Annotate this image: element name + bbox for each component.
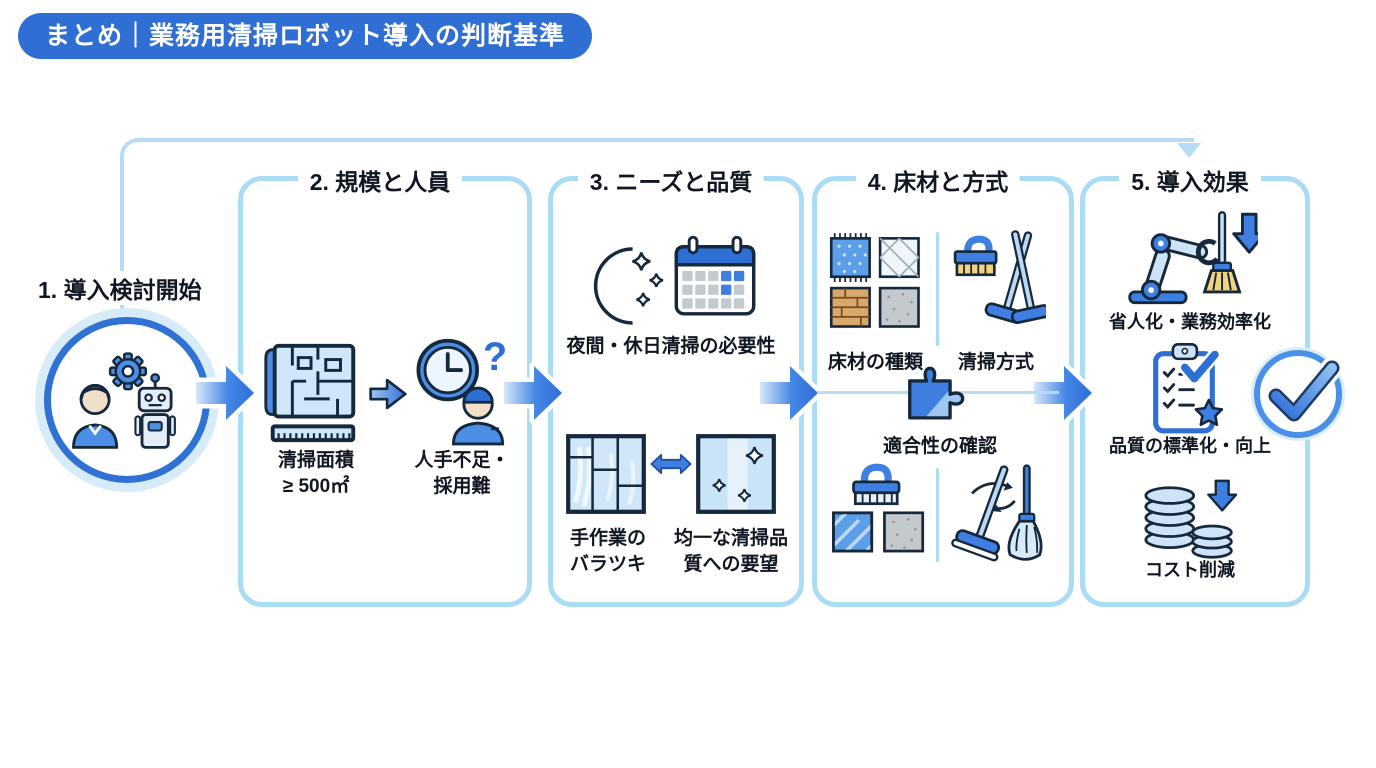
step3-title: 3. ニーズと品質 — [548, 163, 794, 197]
mop-broom-rotation-icon — [946, 458, 1050, 566]
step4-item1-label: 床材の種類 — [827, 352, 923, 373]
feedback-loop-arrowhead-icon — [1177, 143, 1201, 158]
puzzle-piece-icon — [898, 350, 982, 432]
title-banner: まとめ｜業務用清掃ロボット導入の判断基準 — [18, 13, 593, 59]
consultation-person-gear-robot-icon — [66, 348, 188, 452]
step4-top-divider — [936, 232, 939, 346]
step5-item2-label: 品質の標準化・向上 — [1109, 436, 1271, 456]
calendar-icon — [672, 230, 758, 322]
step3-item2-label: 手作業の バラツキ — [569, 528, 646, 575]
step5-item1-label: 省人化・業務効率化 — [1109, 312, 1271, 332]
flow-arrow-1-icon — [194, 360, 256, 426]
cleaning-tools-icon — [948, 218, 1046, 344]
clipboard-checklist-star-icon — [1142, 340, 1238, 436]
moon-sparkles-icon — [578, 238, 666, 334]
flow-arrow-3-icon — [758, 360, 820, 426]
step2-item2-label: 人手不足・ 採用難 — [414, 450, 510, 497]
step3-item1-label: 夜間・休日清掃の必要性 — [566, 336, 776, 357]
step3-item3-label: 均一な清掃品 質への要望 — [673, 528, 788, 575]
feedback-loop-line — [120, 138, 1194, 324]
step2-item1-label: 清掃面積 ≥ 500㎡ — [277, 450, 354, 497]
flow-arrow-4-icon — [1032, 360, 1094, 426]
floorplan-ruler-icon — [260, 336, 364, 446]
step2-title: 2. 規模と人員 — [238, 163, 522, 197]
flow-arrow-2-icon — [502, 360, 564, 426]
step4-bottom-divider — [936, 468, 939, 562]
step4-title: 4. 床材と方式 — [812, 163, 1064, 197]
clean-window-icon — [694, 428, 778, 520]
step4-item2-label: 清掃方式 — [957, 352, 1034, 373]
question-mark-glyph: ? — [483, 335, 507, 379]
step5-title: 5. 導入効果 — [1080, 163, 1300, 197]
final-check-badge-icon — [1248, 342, 1352, 446]
floor-materials-icon — [826, 220, 922, 344]
step1-title: 1. 導入検討開始 — [34, 271, 206, 305]
robot-arm-broom-arrow-icon — [1122, 206, 1258, 308]
step5-item3-label: コスト削減 — [1145, 560, 1235, 580]
double-arrow-icon — [650, 446, 692, 482]
step1-circle — [44, 317, 210, 483]
title-banner-text: まとめ｜業務用清掃ロボット導入の判断基準 — [45, 22, 566, 50]
step4-item3-label: 適合性の確認 — [882, 436, 997, 457]
brush-floor-samples-icon — [828, 458, 930, 564]
clock-worker-question-icon: ? — [408, 332, 514, 446]
coin-stacks-down-arrow-icon — [1138, 468, 1242, 560]
streaky-window-icon — [564, 428, 648, 520]
small-right-arrow-icon — [366, 374, 410, 414]
